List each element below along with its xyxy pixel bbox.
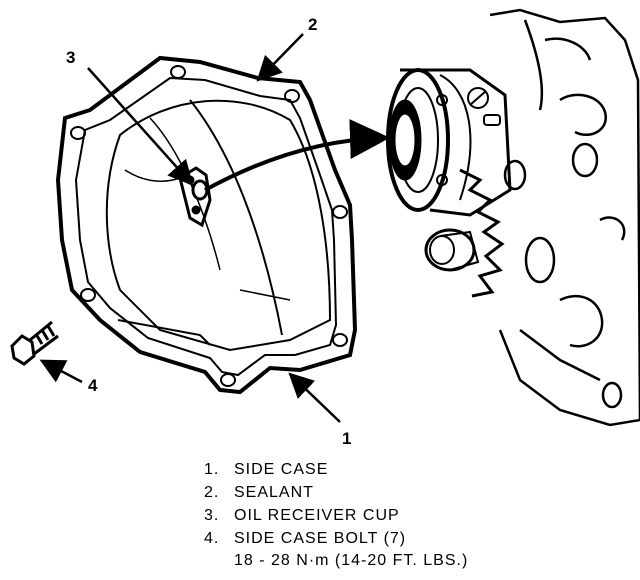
side-case: [55, 55, 358, 395]
callout-number-2: 2: [308, 15, 318, 34]
legend-item: 3. OIL RECEIVER CUP: [204, 504, 468, 527]
installation-arrow: [204, 119, 390, 192]
differential-assembly: [386, 68, 512, 298]
legend-item-label: OIL RECEIVER CUP: [234, 506, 400, 524]
leader-line-3: [87, 67, 194, 186]
legend-item-label: SEALANT: [234, 483, 314, 501]
legend-item-number: 2.: [204, 483, 220, 501]
legend-item: 4. SIDE CASE BOLT (7): [204, 527, 468, 550]
torque-spec: 18 - 28 N·m (14-20 FT. LBS.): [234, 552, 469, 569]
legend-item-number: 1.: [204, 460, 220, 478]
transmission-housing: [489, 8, 640, 427]
callout-number-1: 1: [342, 429, 352, 448]
legend-item-number: 3.: [204, 506, 220, 524]
legend-item: 2. SEALANT: [204, 481, 468, 504]
legend-item: 1. SIDE CASE: [204, 458, 468, 481]
parts-legend: 1. SIDE CASE 2. SEALANT 3. OIL RECEIVER …: [204, 458, 468, 572]
leader-line-2: [256, 33, 304, 82]
leader-line-4: [39, 359, 83, 384]
legend-item-label: SIDE CASE BOLT (7): [234, 529, 407, 547]
leader-line-1: [288, 372, 341, 423]
legend-item-number: 4.: [204, 529, 220, 547]
side-case-bolt: [10, 320, 59, 366]
callout-number-3: 3: [66, 48, 76, 67]
callout-number-4: 4: [88, 376, 98, 395]
legend-item-label: SIDE CASE: [234, 460, 329, 478]
